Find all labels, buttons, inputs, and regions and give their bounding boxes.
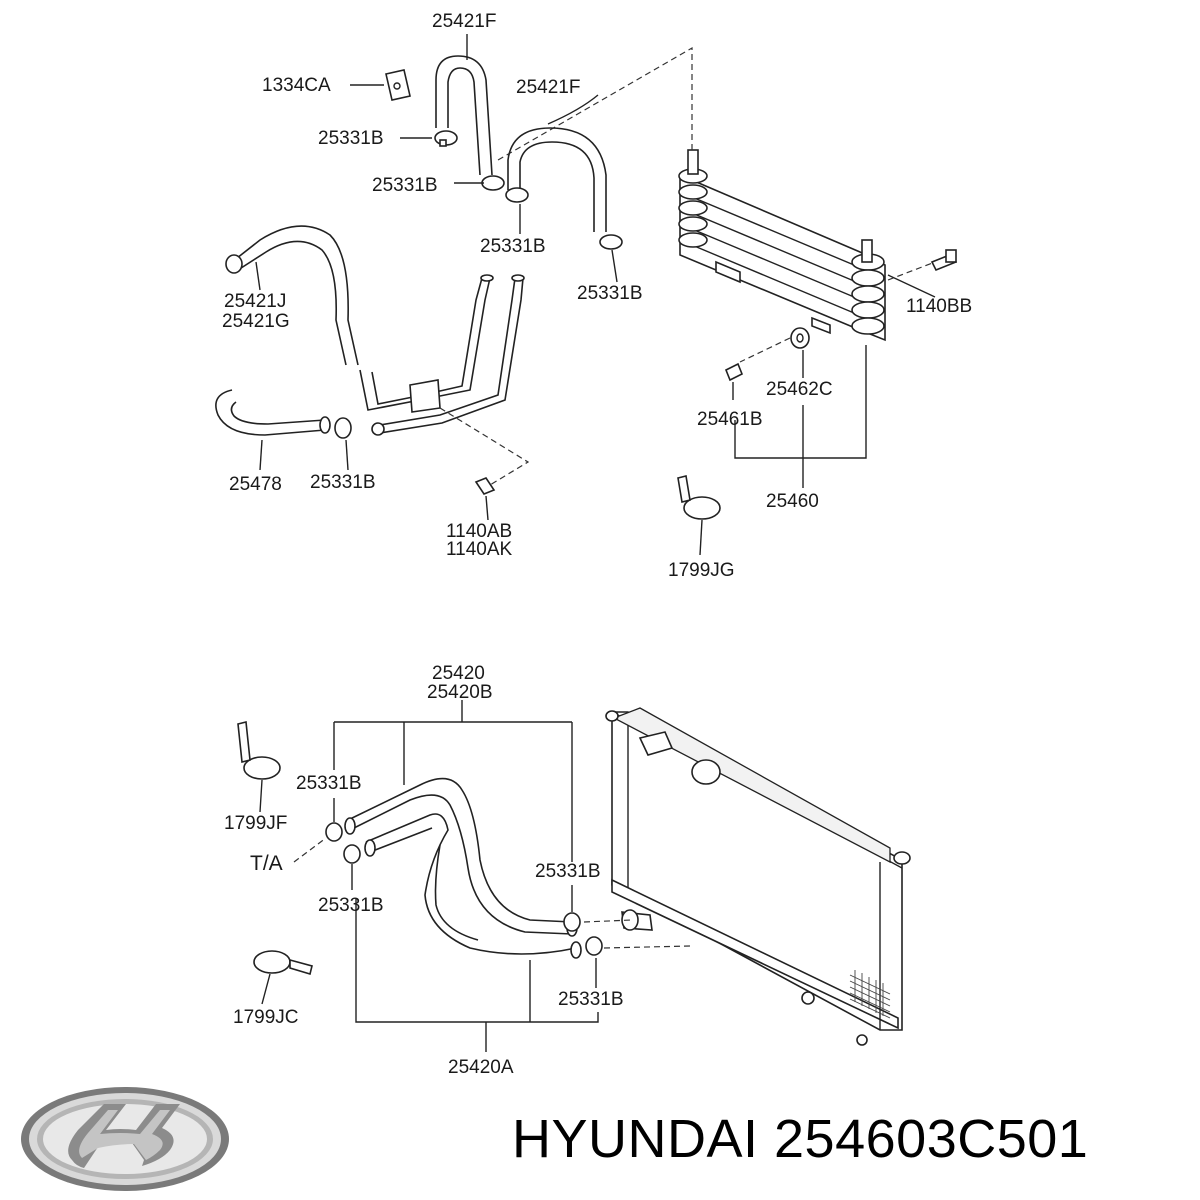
- hose-25421f-right: [507, 127, 607, 232]
- clamp-25331b-c: [505, 187, 529, 203]
- label-1334ca: 1334CA: [262, 75, 331, 96]
- pin-25461b: [724, 362, 744, 382]
- oil-cooler: [678, 149, 886, 342]
- oil-pipe-assembly: [359, 274, 525, 436]
- label-25331b-c: 25331B: [480, 236, 546, 257]
- label-25331b-b: 25331B: [372, 175, 438, 196]
- label-25331b-e: 25331B: [310, 472, 376, 493]
- label-1140bb: 1140BB: [906, 296, 973, 317]
- label-25420a: 25420A: [448, 1057, 514, 1078]
- label-25331b-d: 25331B: [577, 283, 643, 304]
- clamp-25331b-a: [434, 130, 458, 147]
- clamp-25331b-i: [585, 936, 603, 956]
- hose-25478: [215, 389, 326, 436]
- label-25420: 25420: [432, 663, 485, 684]
- label-25478: 25478: [229, 474, 282, 495]
- label-1140ak: 1140AK: [446, 539, 513, 560]
- label-1799jg: 1799JG: [668, 560, 735, 581]
- clamp-1799jg: [677, 475, 721, 520]
- hose-25421f-left: [435, 55, 493, 176]
- label-25331b-f: 25331B: [296, 773, 362, 794]
- clamp-1799jc: [253, 950, 313, 976]
- clamp-25331b-h: [563, 912, 581, 932]
- label-25331b-g: 25331B: [318, 895, 384, 916]
- hose-25421j: [231, 225, 359, 366]
- label-25421j: 25421J: [224, 291, 287, 312]
- label-1140ab: 1140AB: [446, 521, 513, 542]
- label-25331b-i: 25331B: [535, 861, 601, 882]
- label-25460: 25460: [766, 491, 819, 512]
- label-1799jc: 1799JC: [233, 1007, 299, 1028]
- label-25421f-right: 25421F: [516, 77, 581, 98]
- bushing-25462c: [790, 327, 810, 349]
- label-25421f-top: 25421F: [432, 11, 497, 32]
- radiator: [605, 707, 911, 1046]
- hyundai-logo: [21, 1087, 229, 1191]
- bolt-1140ab: [474, 477, 496, 495]
- label-25331b-a: 25331B: [318, 128, 384, 149]
- clamp-25331b-e: [334, 417, 352, 439]
- clamp-25331b-d: [599, 234, 623, 250]
- label-25420b: 25420B: [427, 682, 493, 703]
- label-25462c: 25462C: [766, 379, 833, 400]
- label-25331b-h: 25331B: [558, 989, 624, 1010]
- radiator-hose-25420: [344, 777, 582, 959]
- clamp-1799jf: [237, 721, 281, 780]
- bracket-1334ca: [385, 69, 411, 101]
- label-25421g: 25421G: [222, 311, 290, 332]
- brand-part-number: HYUNDAI 254603C501: [512, 1109, 1089, 1169]
- label-1799jf: 1799JF: [224, 813, 288, 834]
- clamp-25331b-g: [343, 844, 361, 864]
- label-25461b: 25461B: [697, 409, 763, 430]
- clamp-25331b-f: [325, 822, 343, 842]
- clamp-25331b-b: [481, 175, 505, 191]
- label-ta: T/A: [250, 852, 283, 875]
